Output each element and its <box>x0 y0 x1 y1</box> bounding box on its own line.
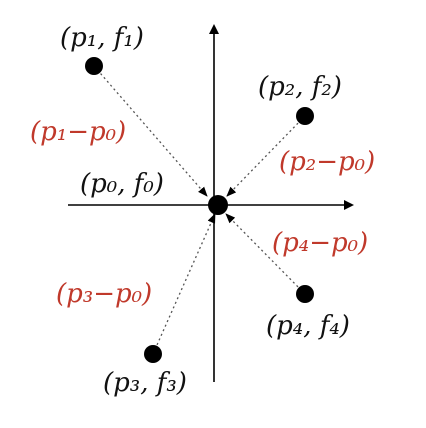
vector-p4-label: (p₄−p₀) <box>272 228 368 258</box>
point-p1-label: (p₁, f₁) <box>60 23 144 53</box>
vector-line-p4 <box>225 213 306 295</box>
point-p4-dot <box>296 285 314 303</box>
point-p0-dot <box>208 195 228 215</box>
vector-line-p2 <box>226 115 306 197</box>
vector-p1-label: (p₁−p₀) <box>30 117 126 147</box>
vector-line-p1 <box>93 65 208 197</box>
point-p2-dot <box>296 107 314 125</box>
point-p0-label: (p₀, f₀) <box>80 169 164 199</box>
point-p4-label: (p₄, f₄) <box>266 311 350 341</box>
point-p3-dot <box>144 345 162 363</box>
vector-p3-label: (p₃−p₀) <box>56 279 152 309</box>
vector-line-p3 <box>152 213 216 355</box>
vector-p2-label: (p₂−p₀) <box>279 147 375 177</box>
point-p1-dot <box>85 57 103 75</box>
point-p2-label: (p₂, f₂) <box>258 72 342 102</box>
point-p3-label: (p₃, f₃) <box>103 368 187 398</box>
